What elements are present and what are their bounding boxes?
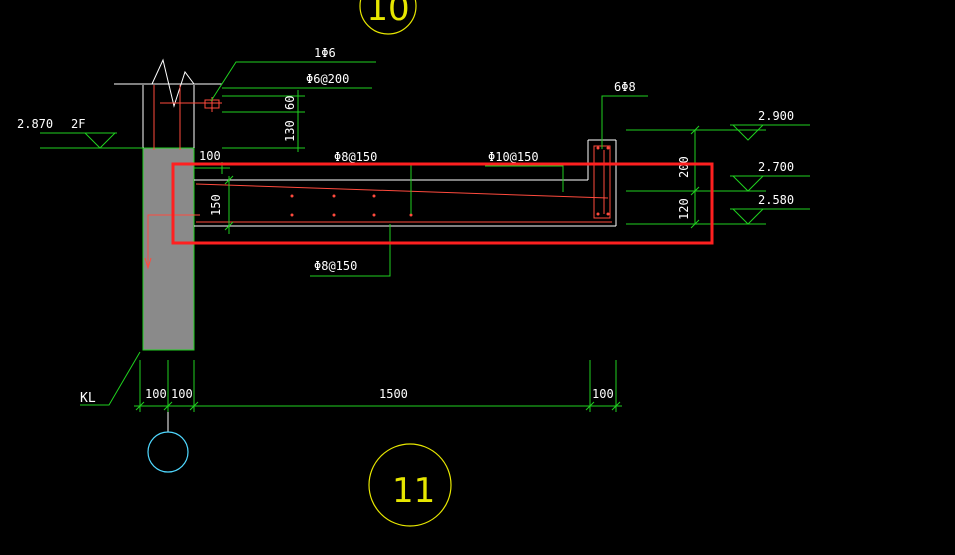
axis-bubble-11: 11: [368, 443, 452, 527]
slab-outline: [194, 139, 617, 227]
floor-label: 2F: [71, 117, 85, 131]
label-top-bar: 1Φ6: [314, 46, 336, 60]
dims-column-top: 60 130: [222, 90, 305, 152]
axis-label-10: 10: [366, 0, 409, 29]
dim-120: 120: [677, 198, 691, 220]
label-edge-beam: 6Φ8: [614, 80, 636, 94]
rebar-leaders: 1Φ6 Φ6@200 6Φ8 Φ8@150 Φ10@150 Φ8@150 KL: [80, 46, 648, 406]
dims-bottom-chain: 100 100 1500 100: [134, 360, 622, 412]
elevation-floor-value: 2.870: [17, 117, 53, 131]
dim-100-top: 100: [199, 149, 221, 163]
axis-bubble-left: [147, 412, 189, 473]
dim-200: 200: [677, 156, 691, 178]
label-slab-top2: Φ10@150: [488, 150, 539, 164]
label-beam-kl: KL: [80, 391, 96, 406]
label-slab-top: Φ8@150: [334, 150, 377, 164]
dim-1500: 1500: [379, 387, 408, 401]
elevation-mid-value: 2.700: [758, 160, 794, 174]
slab-rebar: [195, 145, 612, 223]
highlight-box: [171, 162, 714, 245]
elevation-floor: 2.870 2F: [17, 117, 143, 149]
label-slab-bottom: Φ8@150: [314, 259, 357, 273]
dim-150: 150: [209, 194, 223, 216]
axis-label-11: 11: [392, 471, 435, 511]
dim-60: 60: [283, 96, 297, 110]
label-stirrup: Φ6@200: [306, 72, 349, 86]
dim-100-b: 100: [171, 387, 193, 401]
dim-130: 130: [283, 120, 297, 142]
dim-100-c: 100: [592, 387, 614, 401]
dim-100-a: 100: [145, 387, 167, 401]
axis-bubble-10: 10: [359, 0, 417, 35]
elevation-top-value: 2.900: [758, 109, 794, 123]
dims-slab-start: 100 150: [194, 149, 234, 234]
elevation-bottom-value: 2.580: [758, 193, 794, 207]
column-wall: [114, 58, 222, 351]
elevation-marks-right: 2.900 2.700 2.580 200 120: [626, 109, 810, 229]
